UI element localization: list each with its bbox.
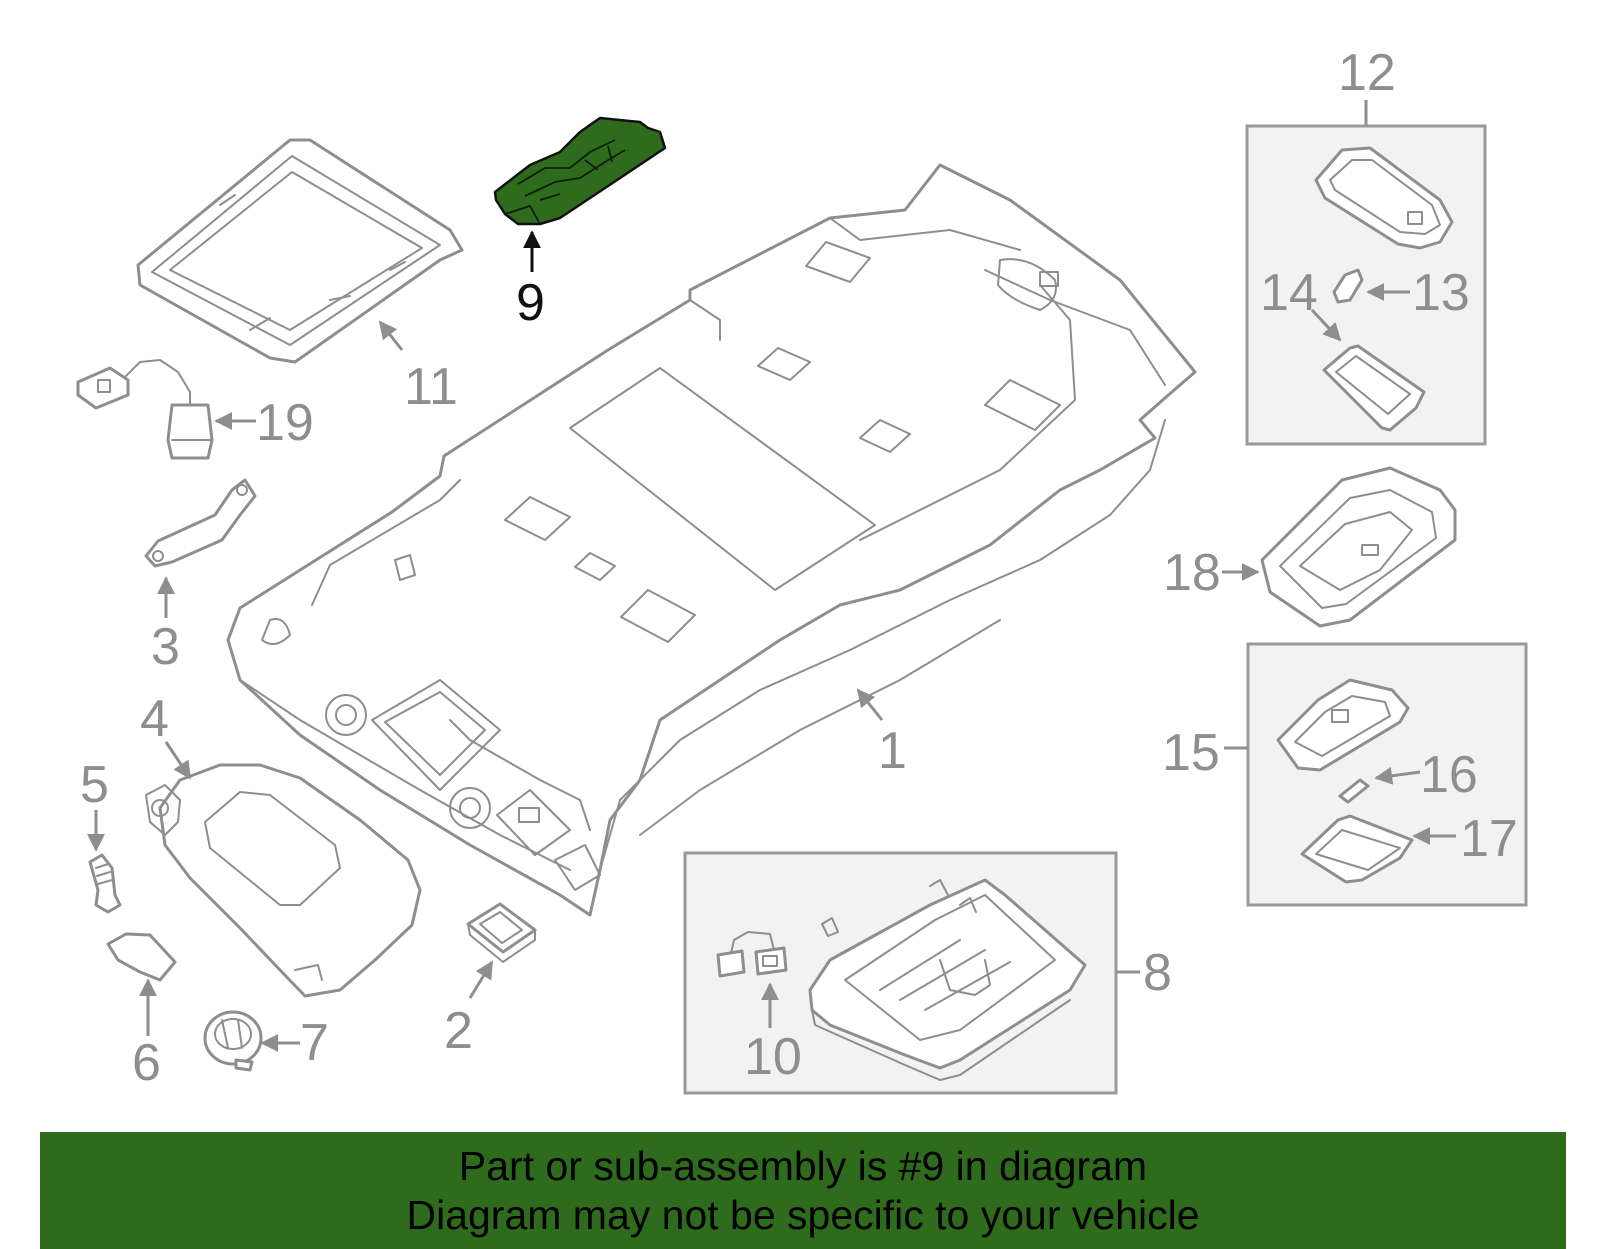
callout-11: 11 xyxy=(404,358,458,416)
sun-visor-part[interactable] xyxy=(145,763,422,998)
callout-1: 1 xyxy=(878,722,907,780)
callout-12: 12 xyxy=(1338,44,1396,102)
banner-line-1: Part or sub-assembly is #9 in diagram xyxy=(458,1143,1148,1189)
callout-3: 3 xyxy=(151,618,180,676)
bulb-part-16[interactable] xyxy=(1338,778,1370,804)
room-lamp-part[interactable] xyxy=(1260,466,1457,628)
callout-15: 15 xyxy=(1162,724,1220,782)
callout-4: 4 xyxy=(140,690,169,748)
bulb-part-13[interactable] xyxy=(1332,268,1364,304)
callout-9: 9 xyxy=(516,274,545,332)
headliner-part[interactable] xyxy=(226,163,1197,917)
callout-2: 2 xyxy=(444,1002,473,1060)
lens-part-17[interactable] xyxy=(1300,814,1414,884)
leader-2 xyxy=(468,960,494,999)
sunroof-frame-part[interactable] xyxy=(136,138,464,364)
callout-19: 19 xyxy=(256,394,314,452)
grab-handle-part[interactable] xyxy=(144,478,257,568)
harness-part-19[interactable] xyxy=(76,359,214,460)
callout-5: 5 xyxy=(80,756,109,814)
harness-part[interactable] xyxy=(716,931,788,978)
map-lamp-housing-part[interactable] xyxy=(1314,146,1454,250)
callout-17: 17 xyxy=(1460,810,1518,868)
cargo-lamp-housing-part[interactable] xyxy=(1276,678,1410,772)
callout-7: 7 xyxy=(300,1014,329,1072)
screw-part[interactable] xyxy=(88,853,122,914)
info-banner: Part or sub-assembly is #9 in diagram Di… xyxy=(40,1132,1566,1249)
callout-6: 6 xyxy=(132,1034,161,1092)
leader-4 xyxy=(164,741,192,780)
callout-10: 10 xyxy=(744,1028,802,1086)
cover-part[interactable] xyxy=(106,932,177,982)
lens-part-14[interactable] xyxy=(1322,344,1426,432)
banner-line-2: Diagram may not be specific to your vehi… xyxy=(406,1192,1200,1238)
callout-8: 8 xyxy=(1143,944,1172,1002)
leader-1 xyxy=(856,688,884,721)
clip-part[interactable] xyxy=(466,902,537,963)
callout-13: 13 xyxy=(1412,264,1470,322)
leader-11 xyxy=(378,320,404,351)
bracket-part-highlighted[interactable] xyxy=(493,116,667,226)
leader-16 xyxy=(1374,766,1421,785)
callout-16: 16 xyxy=(1420,746,1478,804)
callout-18: 18 xyxy=(1163,544,1221,602)
console-lamp-part[interactable] xyxy=(808,878,1087,1081)
knob-part[interactable] xyxy=(203,1010,263,1072)
callout-14: 14 xyxy=(1260,264,1318,322)
leader-14 xyxy=(1310,308,1342,342)
